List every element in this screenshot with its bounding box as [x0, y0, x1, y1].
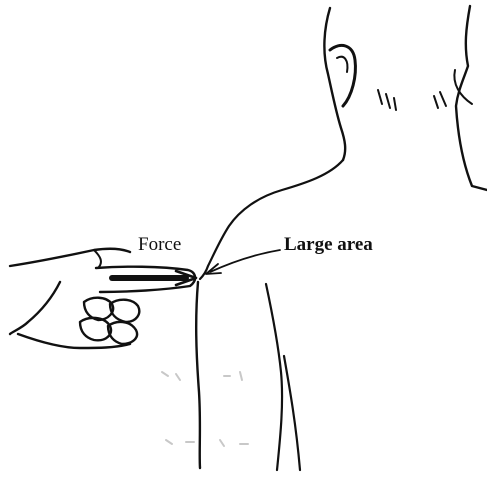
hand-back-outline	[10, 249, 130, 266]
chin-jaw-outline	[456, 6, 487, 190]
scan-smudges	[162, 372, 248, 446]
knuckle-3	[80, 318, 111, 340]
head-outline	[324, 8, 345, 160]
force-arrow	[112, 271, 196, 285]
arm-line	[266, 284, 282, 470]
knuckle-4	[108, 322, 137, 344]
large-area-label: Large area	[284, 234, 373, 256]
force-label: Force	[138, 234, 181, 256]
hand-lower-outline	[18, 334, 130, 348]
knuckle-2	[110, 300, 139, 322]
palm-outline	[10, 282, 60, 334]
thumb-crease	[94, 250, 101, 268]
large-area-pointer	[206, 250, 280, 274]
ear-inner	[337, 57, 347, 72]
neck-shoulder-line	[200, 160, 343, 279]
hand	[10, 249, 195, 348]
hair-stroke-right	[434, 92, 446, 108]
arm-line-inner	[284, 356, 300, 470]
knuckle-1	[84, 298, 113, 320]
torso-left-side	[196, 282, 200, 468]
hair-stroke	[378, 90, 396, 110]
